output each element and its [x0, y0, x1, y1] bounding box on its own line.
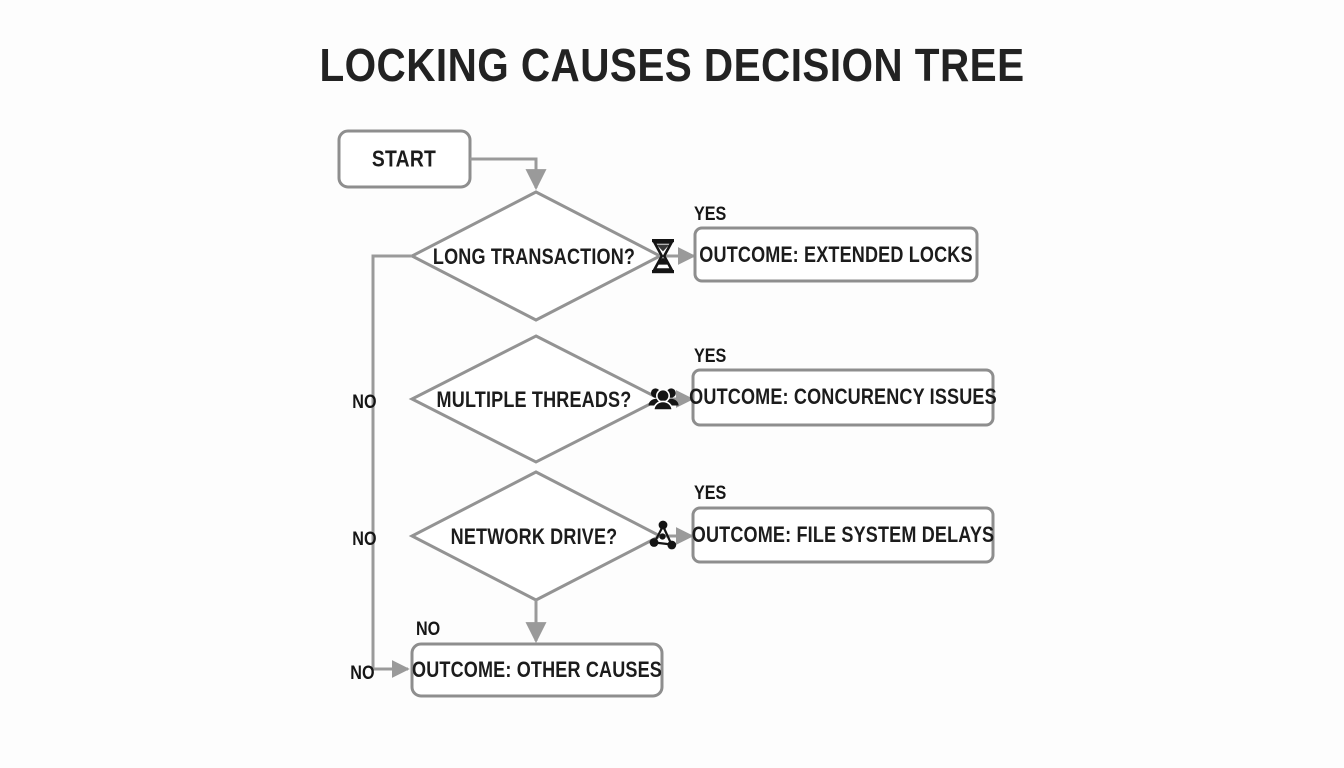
outcome-node-1[interactable]: [693, 226, 979, 283]
users-group-icon: [648, 388, 679, 411]
edge-label-no-1: NO: [352, 392, 377, 413]
page-title: LOCKING CAUSES DECISION TREE: [319, 39, 1025, 91]
edge-label-yes-2: YES: [694, 346, 727, 367]
decision-3-label: NETWORK DRIVE?: [450, 524, 618, 549]
decision-node-2[interactable]: [408, 334, 664, 464]
edge-label-no-4: NO: [350, 663, 375, 684]
outcome-2-label: OUTCOME: CONCURENCY ISSUES: [689, 384, 997, 409]
outcome-node-2[interactable]: [691, 368, 995, 427]
edge-label-yes-3: YES: [694, 483, 727, 504]
outcome-4-label: OUTCOME: OTHER CAUSES: [412, 657, 662, 682]
hourglass-icon: [652, 239, 674, 274]
outcome-3-label: OUTCOME: FILE SYSTEM DELAYS: [691, 522, 995, 547]
edge-label-no-3: NO: [416, 619, 441, 640]
start-node-label: START: [371, 145, 437, 172]
outcome-1-label: OUTCOME: EXTENDED LOCKS: [699, 242, 973, 267]
outcome-node-4[interactable]: [410, 642, 664, 698]
edge-label-no-2: NO: [352, 529, 377, 550]
outcome-node-3[interactable]: [691, 506, 995, 564]
edge-no-spine: [371, 254, 412, 678]
edge-start-to-decision-1: [470, 157, 547, 191]
decision-2-label: MULTIPLE THREADS?: [436, 387, 632, 412]
decision-1-label: LONG TRANSACTION?: [432, 244, 636, 269]
network-share-icon: [649, 520, 677, 550]
edge-label-yes-1: YES: [694, 204, 727, 225]
decision-node-1[interactable]: [408, 190, 664, 322]
